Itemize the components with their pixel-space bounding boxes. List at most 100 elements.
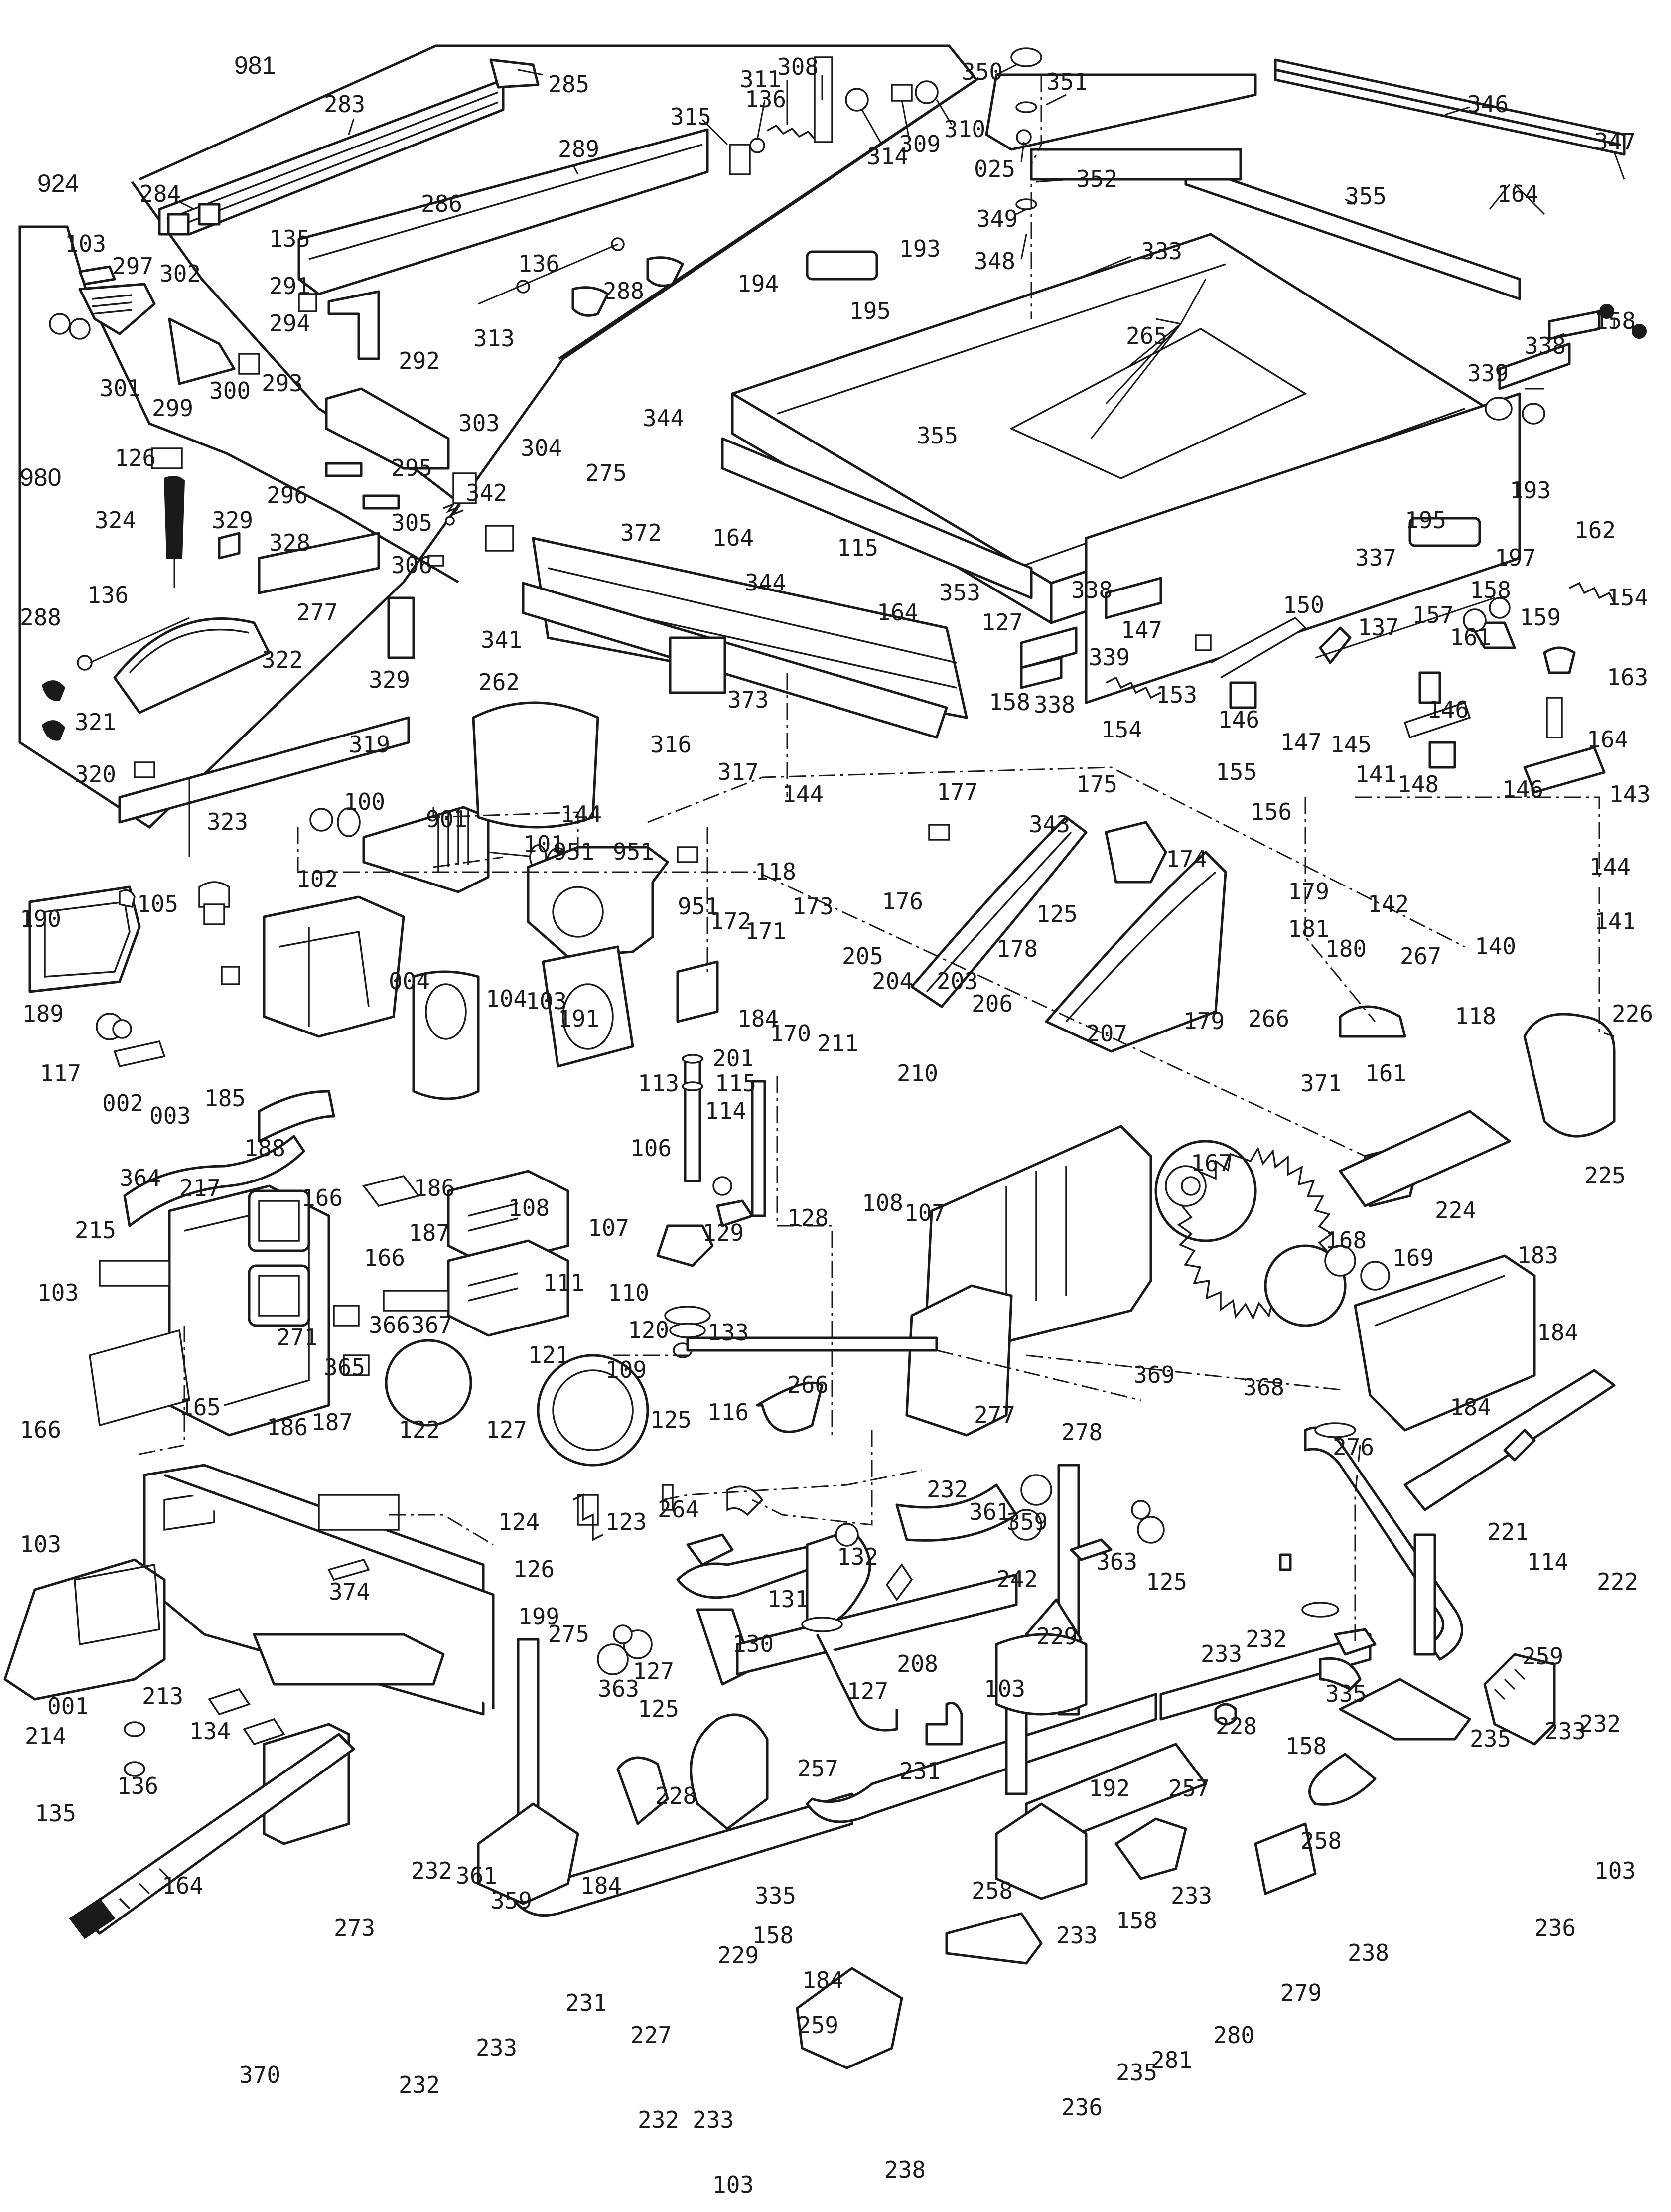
- callout-288-a: 288: [603, 278, 644, 304]
- rail-lock-linkage: [1020, 577, 1615, 794]
- callout-111: 111: [543, 1269, 584, 1296]
- callout-113: 113: [638, 1070, 679, 1097]
- callout-232-b: 232: [1246, 1625, 1287, 1652]
- callout-158-f: 158: [1116, 1907, 1157, 1934]
- callout-304: 304: [521, 435, 562, 461]
- callout-147-a: 147: [1121, 616, 1162, 643]
- callout-335-b: 335: [755, 1882, 796, 1909]
- callout-193-a: 193: [899, 235, 941, 262]
- callout-144-c: 144: [1589, 853, 1631, 880]
- callout-338-b: 338: [1071, 577, 1113, 603]
- callout-951-a: 951: [553, 838, 594, 865]
- callout-295: 295: [391, 454, 432, 481]
- callout-235-b: 235: [1116, 2059, 1157, 2086]
- callout-359-a: 359: [1006, 1508, 1048, 1535]
- callout-361-b: 361: [456, 1862, 497, 1889]
- callout-105: 105: [137, 890, 178, 917]
- callout-146-c: 146: [1502, 776, 1543, 803]
- callout-280: 280: [1213, 2022, 1254, 2049]
- callout-201: 201: [712, 1045, 754, 1072]
- callout-107-a: 107: [588, 1214, 629, 1241]
- miter-gauge-assembly: [41, 447, 415, 857]
- callout-178: 178: [996, 935, 1038, 962]
- callout-130: 130: [732, 1630, 774, 1657]
- blade-carriage-assembly: [905, 816, 1616, 1511]
- callout-308: 308: [777, 53, 819, 80]
- callout-144-b: 144: [560, 801, 602, 828]
- callout-125-a: 125: [1036, 900, 1078, 927]
- callout-214: 214: [25, 1723, 66, 1750]
- callout-126-a: 126: [115, 444, 156, 471]
- callout-127-d: 127: [847, 1678, 888, 1705]
- callout-176: 176: [882, 888, 923, 915]
- stand-assembly: [477, 1422, 1556, 2069]
- callout-265: 265: [1126, 322, 1167, 349]
- callout-369: 369: [1133, 1361, 1175, 1388]
- callout-136-d: 136: [117, 1772, 158, 1799]
- callout-309: 309: [899, 131, 941, 157]
- callout-286: 286: [421, 190, 462, 217]
- callout-135-a: 135: [269, 225, 310, 252]
- callout-305: 305: [391, 509, 432, 536]
- callout-227: 227: [630, 2022, 672, 2049]
- callout-142: 142: [1368, 890, 1409, 917]
- callout-346: 346: [1467, 91, 1509, 118]
- callout-224: 224: [1435, 1197, 1476, 1224]
- callout-217: 217: [179, 1175, 221, 1201]
- callout-236-a: 236: [1534, 1915, 1576, 1941]
- callout-289: 289: [558, 136, 599, 162]
- callout-347: 347: [1594, 128, 1636, 155]
- callout-133: 133: [707, 1319, 749, 1346]
- callout-001: 001: [47, 1693, 89, 1720]
- callout-192: 192: [1089, 1775, 1130, 1802]
- callout-371: 371: [1300, 1070, 1342, 1097]
- callout-183: 183: [1517, 1242, 1558, 1269]
- callout-338-a: 338: [1525, 332, 1566, 359]
- callout-278: 278: [1061, 1419, 1103, 1446]
- callout-128: 128: [787, 1204, 829, 1231]
- callout-297: 297: [112, 253, 153, 280]
- callout-103-c: 103: [37, 1279, 79, 1306]
- callout-236-b: 236: [1061, 2094, 1103, 2121]
- callout-238-b: 238: [884, 2156, 926, 2183]
- callout-125-d: 125: [638, 1695, 679, 1722]
- callout-311: 311: [740, 66, 781, 93]
- callout-102: 102: [296, 866, 338, 892]
- callout-285: 285: [548, 71, 589, 98]
- callout-339-a: 339: [1467, 360, 1509, 387]
- callout-164-d: 164: [1587, 726, 1628, 753]
- callout-158-c: 158: [1470, 577, 1511, 603]
- callout-184-c: 184: [1450, 1394, 1491, 1421]
- callout-277-a: 277: [296, 599, 338, 626]
- callout-233-b: 233: [1544, 1718, 1586, 1745]
- callout-106: 106: [630, 1135, 672, 1162]
- callout-126-b: 126: [513, 1556, 555, 1583]
- callout-277-b: 277: [974, 1401, 1015, 1428]
- callout-124: 124: [498, 1508, 540, 1535]
- callout-103-e: 103: [984, 1675, 1025, 1702]
- callout-145: 145: [1330, 731, 1372, 758]
- callout-148: 148: [1397, 771, 1439, 798]
- callout-177: 177: [937, 778, 978, 805]
- callout-141-a: 141: [1355, 761, 1396, 788]
- callout-120: 120: [628, 1317, 669, 1343]
- callout-264: 264: [658, 1496, 699, 1523]
- callout-259-a: 259: [1522, 1643, 1563, 1670]
- callout-122: 122: [399, 1416, 440, 1443]
- callout-164-b: 164: [712, 524, 754, 551]
- callout-258-b: 258: [972, 1877, 1013, 1904]
- callout-210: 210: [897, 1060, 938, 1087]
- callout-232-c: 232: [1579, 1710, 1621, 1737]
- callout-125-b: 125: [650, 1406, 692, 1433]
- callout-229-a: 229: [1036, 1623, 1078, 1650]
- callout-140: 140: [1475, 933, 1516, 960]
- callout-158-e: 158: [752, 1922, 794, 1949]
- callout-339-b: 339: [1089, 644, 1130, 671]
- callout-134: 134: [189, 1718, 231, 1745]
- callout-164-c: 164: [877, 599, 918, 626]
- callout-191: 191: [558, 1005, 599, 1032]
- callout-363-a: 363: [1096, 1548, 1137, 1575]
- callout-184-e: 184: [802, 1967, 843, 1994]
- callout-156: 156: [1251, 798, 1292, 825]
